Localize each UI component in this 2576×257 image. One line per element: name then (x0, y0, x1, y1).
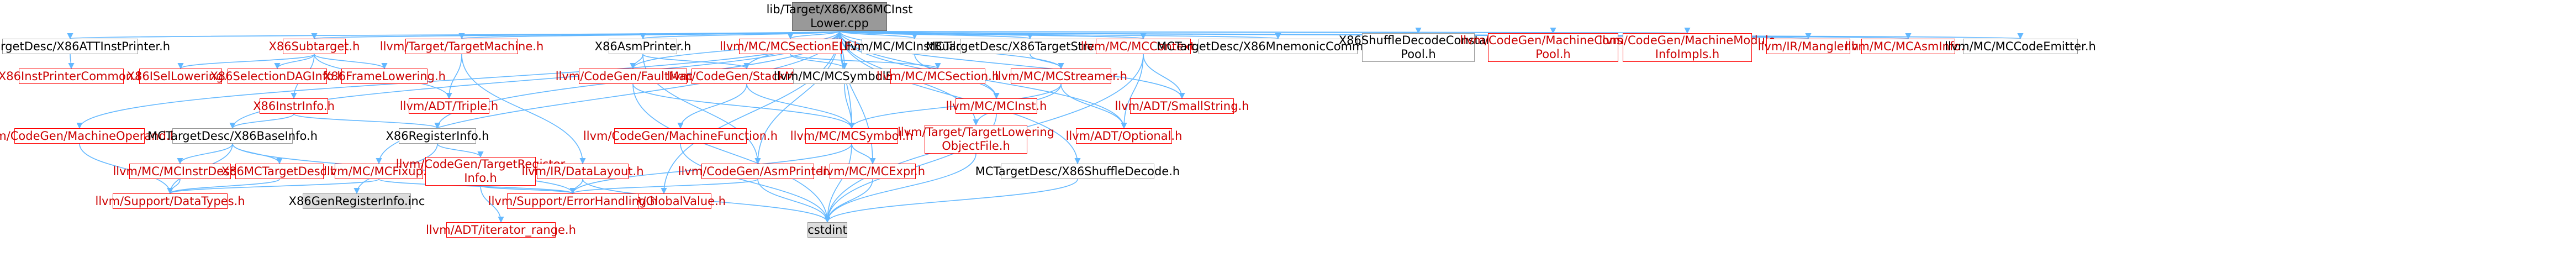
edge-llvm-mc-mcsymbolelf-to-llvm-mc-mcsymbol (844, 83, 855, 129)
node-x86mctargetdesc[interactable]: X86MCTargetDesc.h (221, 164, 337, 179)
edge-root-node-to-llvm-adt-smallstring (839, 30, 1185, 99)
node-llvm-ir-mangler[interactable]: llvm/IR/Mangler.h (1758, 39, 1859, 54)
node-x86framelowering[interactable]: X86FrameLowering.h (323, 69, 446, 84)
node-llvm-mc-mcasminfo[interactable]: llvm/MC/MCAsmInfo.h (1845, 39, 1972, 54)
node-llvm-codegen-machineconstantpool[interactable]: llvm/CodeGen/MachineConstant Pool.h (1460, 33, 1646, 62)
edge-llvm-codegen-asmprinter-to-cstdint (757, 179, 831, 223)
edge-llvm-mc-mcsectionelf-to-llvm-mc-mcsection (790, 54, 941, 70)
node-llvm-codegen-machinemoduleinfoimpls[interactable]: llvm/CodeGen/MachineModule InfoImpls.h (1599, 33, 1776, 62)
edge-llvm-target-targetmachine-to-llvm-ir-datalayout (461, 54, 586, 165)
node-x86subtarget[interactable]: X86Subtarget.h (269, 39, 360, 54)
node-x86registerinfo[interactable]: X86RegisterInfo.h (386, 128, 489, 144)
node-x86selectiondaginfo[interactable]: X86SelectionDAGInfo.h (210, 69, 345, 84)
edge-llvm-mc-mcstreamer-to-llvm-adt-optional (1060, 83, 1127, 129)
edge-llvm-target-targetloweringobjectfile-to-cstdint (824, 153, 976, 223)
edge-llvm-codegen-faultmaps-to-cstdint (632, 83, 831, 223)
edge-root-node-to-mc-x86mnemoniccomments (839, 30, 1281, 40)
edge-root-node-to-llvm-mc-mcsectionelf (787, 30, 840, 40)
node-llvm-adt-iterator-range[interactable]: llvm/ADT/iterator_range.h (426, 222, 576, 238)
node-llvm-mc-mccodeemitter[interactable]: llvm/MC/MCCodeEmitter.h (1945, 39, 2096, 54)
node-llvm-mc-mcsymbol[interactable]: llvm/MC/MCSymbol.h (790, 128, 913, 144)
edge-root-node-to-llvm-mc-mcinstbuilder (839, 30, 918, 40)
node-llvm-adt-optional[interactable]: llvm/ADT/Optional.h (1066, 128, 1182, 144)
node-llvm-target-targetmachine[interactable]: llvm/Target/TargetMachine.h (380, 39, 543, 54)
node-llvm-mc-mcinst[interactable]: llvm/MC/MCInst.h (946, 98, 1047, 114)
edge-llvm-target-targetmachine-to-llvm-adt-triple (446, 54, 462, 99)
node-llvm-adt-smallstring[interactable]: llvm/ADT/SmallString.h (1115, 98, 1249, 114)
node-llvm-mc-mcsectionelf[interactable]: llvm/MC/MCSectionELF.h (720, 39, 861, 54)
edge-x86instrinfo-to-x86registerinfo (293, 113, 441, 129)
edge-llvm-codegen-machineoperand-to-llvm-support-datatypes (79, 143, 173, 195)
edge-mc-x86targetstreamer-to-llvm-mc-mcstreamer (1030, 54, 1064, 70)
edge-mc-x86baseinfo-to-llvm-mc-mcinstrdesc (177, 143, 233, 165)
node-mc-x86shuffledecode[interactable]: MCTargetDesc/X86ShuffleDecode.h (975, 164, 1180, 179)
edge-llvm-mc-mcsymbol-to-cstdint (824, 143, 852, 223)
edge-root-node-to-llvm-codegen-asmprinter (754, 30, 840, 165)
node-mc-x86attinstprinter[interactable]: MCTargetDesc/X86ATTInstPrinter.h (0, 39, 170, 54)
edge-mc-x86shuffledecode-to-cstdint (824, 179, 1078, 223)
edge-llvm-mc-mcfixup-to-llvm-support-datatypes (167, 179, 379, 195)
node-llvm-codegen-machinefunction[interactable]: llvm/CodeGen/MachineFunction.h (583, 128, 778, 144)
edge-llvm-codegen-faultmaps-to-llvm-mc-mcsymbol (632, 83, 855, 129)
node-llvm-ir-datalayout[interactable]: llvm/IR/DataLayout.h (522, 164, 644, 179)
node-mc-x86mnemoniccomments[interactable]: MCTargetDesc/X86MnemonicComments.h (1157, 39, 1400, 54)
edge-root-node-to-x86asmprinter (640, 30, 840, 40)
root-node: lib/Target/X86/X86MCInst Lower.cpp (766, 2, 913, 31)
edge-mc-x86attinstprinter-to-x86instprintercommon (68, 54, 75, 70)
edge-x86subtarget-to-x86isellowering (177, 54, 315, 70)
node-mc-x86baseinfo[interactable]: MCTargetDesc/X86BaseInfo.h (147, 128, 318, 144)
edge-root-node-to-llvm-target-targetmachine (459, 30, 840, 40)
edge-x86registerinfo-to-llvm-codegen-targetregisterinfo (437, 143, 484, 158)
edge-llvm-mc-mccontext-to-llvm-adt-optional (1121, 54, 1144, 129)
edge-llvm-codegen-targetregisterinfo-to-llvm-support-errorhandling (480, 185, 576, 195)
edge-llvm-mc-mcexpr-to-cstdint (824, 179, 873, 223)
edge-llvm-mc-mccontext-to-llvm-adt-smallstring (1143, 54, 1185, 99)
node-llvm-mc-mcfixup[interactable]: llvm/MC/MCFixup.h (324, 164, 434, 179)
edge-llvm-mc-mcsymbol-to-llvm-mc-mcexpr (851, 143, 876, 165)
node-llvm-codegen-faultmaps[interactable]: llvm/CodeGen/FaultMaps.h (556, 69, 710, 84)
node-x86asmprinter[interactable]: X86AsmPrinter.h (595, 39, 691, 54)
node-mc-x86targetstreamer[interactable]: MCTargetDesc/X86TargetStreamer.h (926, 39, 1134, 54)
node-llvm-mc-mcsection[interactable]: llvm/MC/MCSection.h (877, 69, 999, 84)
node-x86isellowering[interactable]: X86ISelLowering.h (127, 69, 234, 84)
edge-llvm-codegen-stackmaps-to-llvm-mc-mcsymbol (746, 83, 855, 129)
node-llvm-adt-triple[interactable]: llvm/ADT/Triple.h (400, 98, 498, 114)
node-x86genregisterinfo: X86GenRegisterInfo.inc (289, 193, 425, 209)
edge-root-node-to-llvm-ir-globalvalue (661, 30, 840, 195)
node-x86shufflecodeconstantpool[interactable]: X86ShuffleDecodeConstant Pool.h (1338, 33, 1498, 62)
node-llvm-mc-mcexpr[interactable]: llvm/MC/MCExpr.h (820, 164, 925, 179)
edge-llvm-codegen-machinefunction-to-cstdint (680, 143, 831, 223)
node-cstdint: cstdint (807, 222, 847, 238)
node-llvm-mc-mcinstrdesc[interactable]: llvm/MC/MCInstrDesc.h (113, 164, 247, 179)
edge-llvm-codegen-targetregisterinfo-to-llvm-adt-iterator-range (480, 185, 504, 223)
edge-x86instrinfo-to-mc-x86baseinfo (229, 113, 294, 129)
edge-x86subtarget-to-x86framelowering (314, 54, 388, 70)
edge-x86subtarget-to-x86selectiondaginfo (274, 54, 315, 70)
node-llvm-target-targetloweringobjectfile[interactable]: llvm/Target/TargetLowering ObjectFile.h (897, 125, 1055, 154)
edge-llvm-mc-mcfixup-to-llvm-support-errorhandling (378, 179, 576, 195)
node-llvm-mc-mcstreamer[interactable]: llvm/MC/MCStreamer.h (995, 69, 1127, 84)
edge-llvm-codegen-stackmaps-to-llvm-codegen-machinefunction (677, 83, 747, 129)
node-llvm-support-datatypes[interactable]: llvm/Support/DataTypes.h (95, 193, 245, 209)
node-llvm-codegen-asmprinter[interactable]: llvm/CodeGen/AsmPrinter.h (678, 164, 837, 179)
node-x86instprintercommon[interactable]: X86InstPrinterCommon.h (0, 69, 144, 84)
edge-root-node-to-llvm-codegen-machinemoduleinfoimpls (839, 27, 1688, 34)
node-llvm-mc-mccontext[interactable]: llvm/MC/MCContext.h (1081, 39, 1206, 54)
node-llvm-codegen-targetregisterinfo[interactable]: llvm/CodeGen/TargetRegister Info.h (395, 157, 566, 186)
node-llvm-codegen-machineoperand[interactable]: llvm/CodeGen/MachineOperand.h (0, 128, 177, 144)
node-x86instrinfo[interactable]: X86InstrInfo.h (253, 98, 335, 114)
edge-x86mctargetdesc-to-llvm-support-datatypes (167, 179, 280, 195)
edge-x86asmprinter-to-llvm-codegen-stackmaps (642, 54, 750, 70)
edge-llvm-mc-mcsectionelf-to-llvm-mc-mcsymbolelf (790, 54, 848, 70)
node-llvm-support-errorhandling[interactable]: llvm/Support/ErrorHandling.h (488, 193, 657, 209)
edge-root-node-to-mc-x86shuffledecode (839, 30, 1081, 165)
